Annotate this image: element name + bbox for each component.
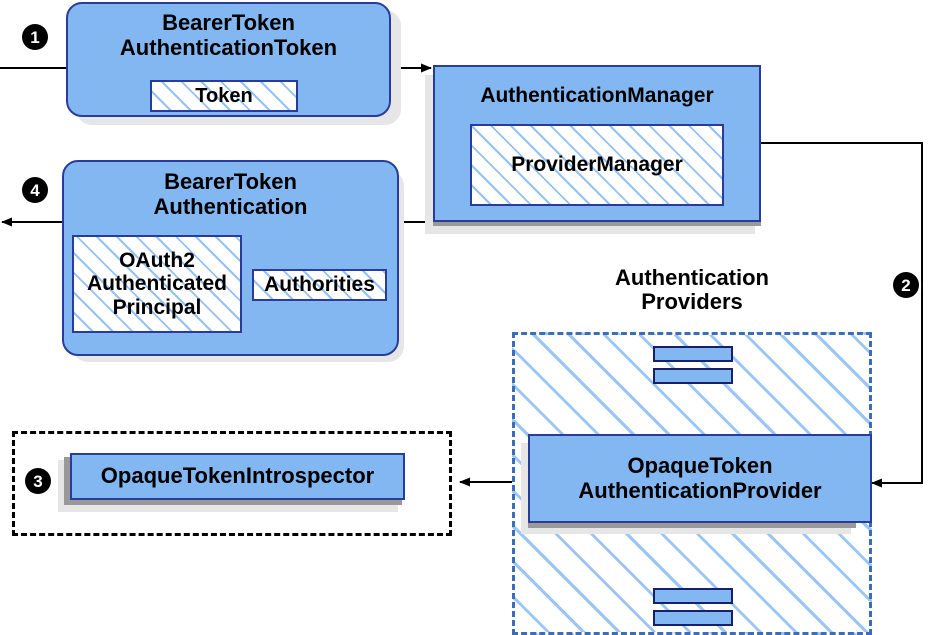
node-opaque-token-authentication-provider[interactable]: OpaqueToken AuthenticationProvider [528, 434, 872, 523]
step-marker-4: 4 [22, 177, 48, 203]
node-opaque-token-introspector[interactable]: OpaqueTokenIntrospector [70, 453, 405, 500]
provider-stub-top-bar-2 [653, 368, 733, 384]
authentication-manager-title: AuthenticationManager [480, 84, 714, 107]
bearer-token-authentication-title: BearerToken Authentication [153, 169, 308, 219]
step-marker-2: 2 [893, 272, 919, 298]
child-oauth2-authenticated-principal[interactable]: OAuth2 Authenticated Principal [72, 235, 242, 333]
step-marker-1: 1 [22, 24, 48, 50]
provider-stub-bottom-bar-2 [653, 610, 733, 626]
authentication-providers-label: Authentication Providers [615, 265, 769, 315]
group-opaque-token-introspector [12, 431, 452, 536]
opaque-token-introspector-title: OpaqueTokenIntrospector [100, 463, 375, 489]
child-authorities[interactable]: Authorities [252, 269, 387, 301]
child-token[interactable]: Token [150, 80, 298, 112]
bearer-token-authentication-token-title: BearerToken AuthenticationToken [119, 10, 338, 60]
opaque-token-authentication-provider-title: OpaqueToken AuthenticationProvider [578, 452, 822, 503]
child-provider-manager[interactable]: ProviderManager [470, 124, 724, 206]
step-marker-3: 3 [25, 468, 51, 494]
provider-stub-bottom-bar-1 [653, 588, 733, 604]
provider-stub-top-bar-1 [653, 346, 733, 362]
